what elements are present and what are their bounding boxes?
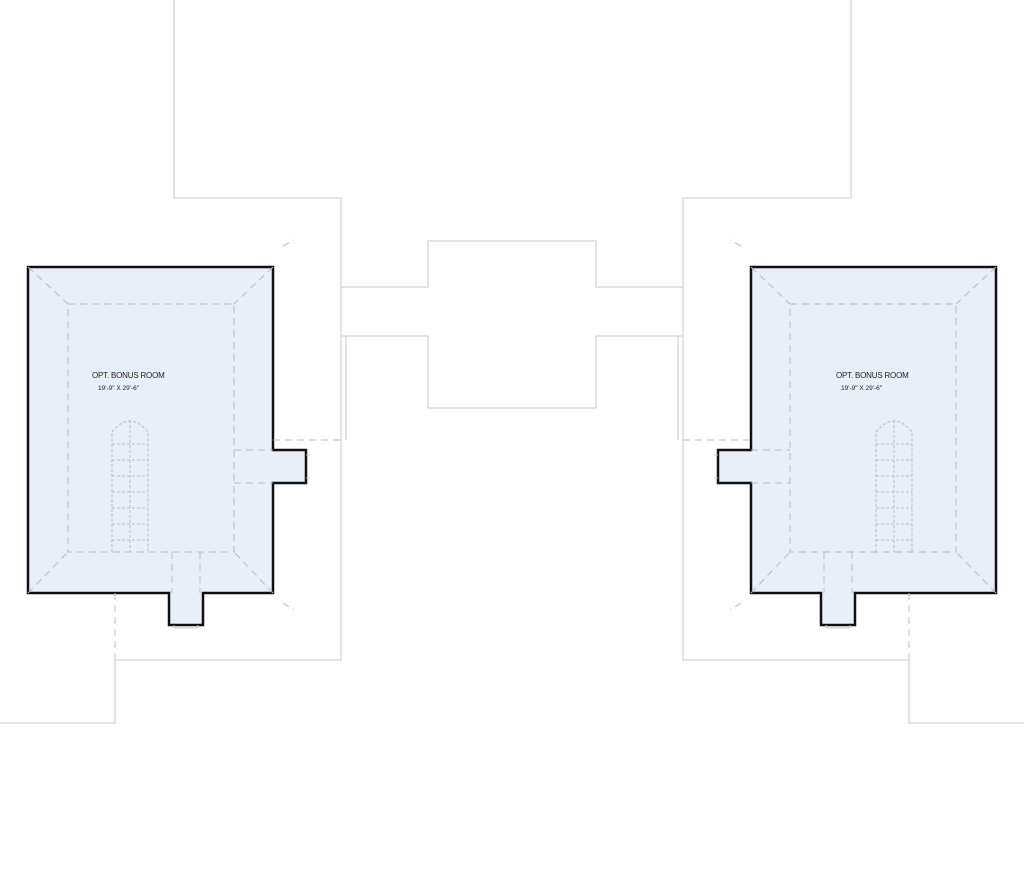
dashed-ceiling-lines (27, 239, 341, 660)
room-name-label: OPT. BONUS ROOM (92, 371, 165, 380)
room-walls (26, 265, 308, 627)
room-dimensions-label: 19'-9" X 29'-6" (841, 385, 883, 392)
bonus-room-right: OPT. BONUS ROOM 19'-9" X 29'-6" (683, 239, 998, 660)
dashed-ceiling-lines (683, 239, 997, 660)
room-dimensions-label: 19'-9" X 29'-6" (98, 385, 140, 392)
bonus-room-left: OPT. BONUS ROOM 19'-9" X 29'-6" (26, 239, 341, 660)
room-walls (716, 265, 998, 627)
stair (875, 420, 913, 552)
stair (111, 420, 149, 552)
room-name-label: OPT. BONUS ROOM (836, 371, 909, 380)
